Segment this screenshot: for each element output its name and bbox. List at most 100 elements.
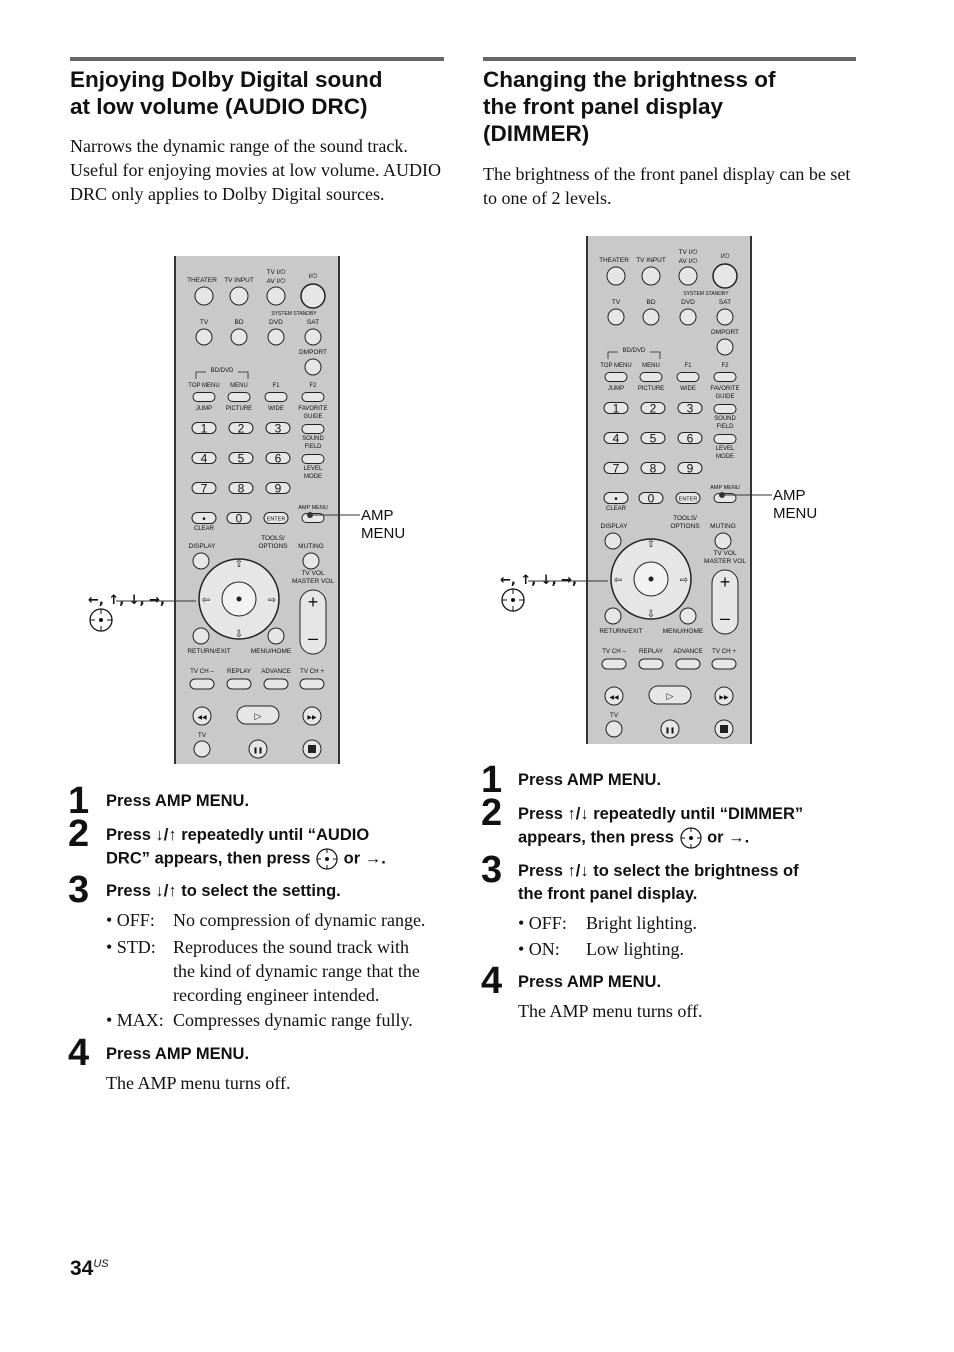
label-wide: WIDE: [268, 406, 284, 412]
label-tv: TV: [612, 299, 621, 306]
digit-button: [640, 432, 666, 444]
left-option-std: • STD: Reproduces the sound track with t…: [106, 935, 451, 1007]
label-replay: REPLAY: [227, 668, 251, 675]
right-callout-amp-menu: AMP MENU: [773, 487, 817, 523]
option-desc-line3: recording engineer intended.: [173, 985, 380, 1005]
label-advance: ADVANCE: [673, 648, 702, 655]
volume-minus-label: –: [308, 628, 318, 648]
volume-minus-label: –: [720, 608, 730, 628]
left-step3-number: 3: [68, 869, 90, 911]
digit-label: 0: [648, 492, 655, 506]
label-tv-bottom: TV: [610, 712, 619, 719]
right-step4-text: Press AMP MENU.: [518, 973, 662, 991]
volume-rocker: [711, 569, 739, 635]
label-muting: MUTING: [298, 543, 324, 550]
left-heading: Enjoying Dolby Digital sound at low volu…: [70, 66, 450, 120]
label-muting: MUTING: [710, 523, 736, 530]
label-tv-ch-minus: TV CH –: [602, 648, 626, 655]
left-heading-line2: at low volume (AUDIO DRC): [70, 94, 368, 119]
option-desc: Low lighting.: [586, 939, 684, 959]
jog-right-arrow: ⇨: [680, 575, 688, 586]
menu-home-button: [267, 627, 285, 645]
pause-button: [660, 719, 680, 739]
jog-center-dot: [236, 596, 242, 602]
label-menu-home: MENU/HOME: [663, 628, 704, 635]
left-callout-arrows-line: [116, 600, 196, 602]
dot-button: [191, 512, 217, 524]
jog-enter-icon: [316, 848, 338, 870]
top-menu-button: [604, 372, 628, 382]
digit-label: 9: [275, 482, 282, 496]
label-return-exit: RETURN/EXIT: [187, 648, 230, 655]
digit-button: [677, 462, 703, 474]
option-desc: Reproduces the sound track with the kind…: [173, 935, 420, 1007]
digit-label: 9: [687, 462, 694, 476]
sat-source-button: [716, 308, 734, 326]
digit-label: 6: [687, 432, 694, 446]
label-tv-ch-plus: TV CH +: [712, 648, 736, 655]
digit-button: [191, 452, 217, 464]
digit-label: 8: [238, 482, 245, 496]
page-number-value: 34: [70, 1257, 94, 1280]
right-step3-number: 3: [481, 849, 503, 891]
display-button: [192, 552, 210, 570]
replay-button: [638, 658, 664, 670]
label-display: DISPLAY: [601, 523, 629, 530]
play-icon: ▷: [255, 711, 262, 721]
label-menu: MENU: [642, 363, 660, 369]
jog-right-arrow: ⇨: [268, 595, 276, 606]
top-menu-button: [192, 392, 216, 402]
tv-button: [605, 720, 623, 738]
right-step3-line2: the front panel display.: [518, 885, 698, 903]
label-bd: BD: [234, 319, 243, 326]
tv-ch-minus-button: [601, 658, 627, 670]
volume-plus-label: +: [720, 572, 731, 592]
digit-button: [677, 402, 703, 414]
digit-button: [265, 482, 291, 494]
right-step2-number: 2: [481, 792, 503, 834]
rewind-icon: ◀◀: [609, 695, 619, 701]
right-callout-jog-icon: [501, 588, 525, 612]
tv-av-power-button: [678, 266, 698, 286]
option-desc: Bright lighting.: [586, 913, 698, 933]
label-menu-home: MENU/HOME: [251, 648, 292, 655]
digit-button: [265, 422, 291, 434]
label-theater: THEATER: [187, 277, 217, 284]
jog-down-arrow: ⇩: [235, 629, 243, 640]
label-sat: SAT: [307, 319, 319, 326]
right-step1-text: Press AMP MENU.: [518, 771, 662, 789]
jog-left-arrow: ⇦: [202, 595, 210, 606]
display-button: [604, 532, 622, 550]
play-button: [236, 705, 280, 725]
menu-button: [639, 372, 663, 382]
label-tv-ch-minus: TV CH –: [190, 668, 214, 675]
label-f2: F2: [721, 363, 729, 369]
label-mode: MODE: [304, 474, 322, 480]
replay-button: [226, 678, 252, 690]
dot-label: •: [614, 494, 618, 505]
fast-forward-button: [302, 706, 322, 726]
label-f2: F2: [309, 383, 317, 389]
left-heading-rule: [70, 57, 444, 61]
digit-label: 4: [613, 432, 620, 446]
digit-button: [265, 452, 291, 464]
label-master-vol: MASTER VOL: [292, 578, 334, 585]
left-step1-number: 1: [68, 780, 90, 822]
fast-forward-icon: ▶▶: [719, 695, 729, 701]
left-step2-number: 2: [68, 813, 90, 855]
right-step3-text: Press ↑/↓ to select the brightness of th…: [518, 860, 858, 906]
dot-button: [603, 492, 629, 504]
option-key: • OFF:: [106, 910, 155, 930]
label-tv-power: TV I/⏻: [267, 269, 286, 276]
label-sound: SOUND: [302, 436, 324, 442]
right-callout-menu: MENU: [773, 505, 818, 522]
option-desc-line1: Reproduces the sound track with: [173, 937, 409, 957]
bd-source-button: [642, 308, 660, 326]
tv-input-button: [229, 286, 249, 306]
pause-button: [248, 739, 268, 759]
label-favorite: FAVORITE: [298, 406, 327, 412]
right-heading-line1: Changing the brightness of: [483, 67, 776, 92]
menu-button: [227, 392, 251, 402]
label-jump: JUMP: [196, 406, 212, 412]
digit-label: 3: [687, 402, 694, 416]
